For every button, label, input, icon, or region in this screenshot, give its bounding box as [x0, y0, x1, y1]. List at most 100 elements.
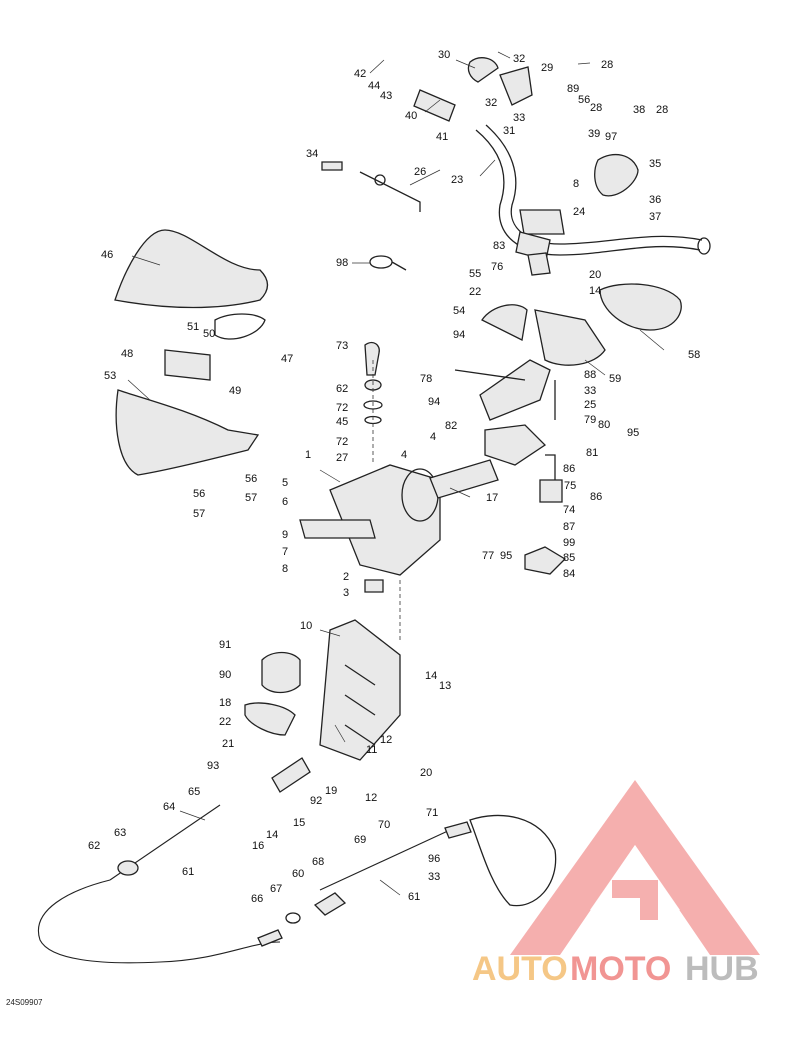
steering-column-assembly	[299, 341, 441, 640]
callout-label: 67	[270, 883, 282, 895]
callout-label: 35	[649, 158, 661, 170]
callout-label: 99	[563, 537, 575, 549]
callout-label: 26	[414, 166, 426, 178]
callout-label: 28	[590, 102, 602, 114]
callout-label: 36	[649, 194, 661, 206]
steering-arm	[479, 359, 551, 421]
callout-label: 14	[589, 285, 601, 297]
figure-code: 24S09907	[6, 998, 43, 1007]
callout-label: 41	[436, 131, 448, 143]
callout-label: 10	[300, 620, 312, 632]
callout-label: 33	[428, 871, 440, 883]
callout-label: 22	[469, 286, 481, 298]
cable-bracket	[321, 161, 343, 171]
watermark-hub-text: HUB	[685, 950, 759, 988]
callout-label: 86	[590, 491, 602, 503]
callout-label: 56	[193, 488, 205, 500]
callout-label: 29	[541, 62, 553, 74]
top-bolt	[364, 341, 380, 376]
callout-label: 91	[219, 639, 231, 651]
callout-label: 38	[633, 104, 645, 116]
callout-label: 19	[325, 785, 337, 797]
callout-label: 74	[563, 504, 575, 516]
callout-label: 30	[438, 49, 450, 61]
long-bolt	[454, 369, 526, 381]
callout-label: 72	[336, 436, 348, 448]
callout-label: 51	[187, 321, 199, 333]
callout-label: 71	[426, 807, 438, 819]
throttle-cable	[359, 171, 421, 212]
clamp-upper	[261, 651, 301, 694]
callout-label: 54	[453, 305, 465, 317]
callout-label: 85	[563, 552, 575, 564]
callout-label: 21	[222, 738, 234, 750]
callout-label: 7	[282, 546, 288, 558]
mounting-bracket	[299, 519, 376, 539]
callout-label: 28	[601, 59, 613, 71]
callout-label: 27	[336, 452, 348, 464]
callout-label: 79	[584, 414, 596, 426]
callout-label: 94	[453, 329, 465, 341]
callout-label: 92	[310, 795, 322, 807]
callout-label: 64	[163, 801, 175, 813]
grip-end-cap	[467, 57, 499, 83]
throttle-housing	[499, 66, 533, 106]
callout-label: 9	[282, 529, 288, 541]
callout-label: 88	[584, 369, 596, 381]
callout-label: 13	[439, 680, 451, 692]
clamp-lower	[244, 702, 296, 736]
callout-label: 1	[305, 449, 311, 461]
callout-label: 96	[428, 853, 440, 865]
callout-label: 48	[121, 348, 133, 360]
callout-label: 78	[420, 373, 432, 385]
cable-tie	[369, 255, 407, 271]
callout-label: 93	[207, 760, 219, 772]
pivot-shaft	[429, 459, 499, 499]
callout-label: 8	[282, 563, 288, 575]
callout-label: 61	[182, 866, 194, 878]
callout-label: 70	[378, 819, 390, 831]
callout-label: 97	[605, 131, 617, 143]
callout-label: 28	[656, 104, 668, 116]
arm-cover	[481, 304, 528, 341]
callout-label: 50	[203, 328, 215, 340]
callout-label: 81	[586, 447, 598, 459]
callout-label: 12	[380, 734, 392, 746]
damper-spring	[545, 454, 556, 480]
automotohub-watermark: AUTO MOTO HUB	[472, 780, 760, 988]
nut-block	[364, 579, 384, 593]
star-knob	[524, 546, 567, 575]
lower-cover	[115, 389, 260, 476]
callout-label: 98	[336, 257, 348, 269]
main-bracket	[319, 619, 401, 761]
switch-housing	[594, 153, 639, 197]
pivot-block	[484, 424, 547, 466]
handlebar-pad	[599, 283, 682, 331]
callout-label: 3	[343, 587, 349, 599]
callout-label: 6	[282, 496, 288, 508]
watermark-g-mark	[612, 880, 658, 920]
callout-label: 76	[491, 261, 503, 273]
callout-label: 87	[563, 521, 575, 533]
callout-label: 62	[336, 383, 348, 395]
callout-label: 57	[193, 508, 205, 520]
handlebar-end	[697, 237, 711, 255]
left-grip	[413, 89, 456, 122]
nozzle	[469, 814, 557, 907]
callout-label: 20	[589, 269, 601, 281]
steering-cable-loop	[37, 879, 281, 964]
callout-label: 33	[513, 112, 525, 124]
callout-label: 8	[573, 178, 579, 190]
leader-lines	[127, 51, 665, 896]
callout-label: 12	[365, 792, 377, 804]
callout-labels: 30 32 29 28 42 44 43 32 89 56 28 38 28 4…	[88, 49, 700, 905]
callout-label: 34	[306, 148, 318, 160]
cable-lower	[319, 829, 451, 891]
callout-label: 20	[420, 767, 432, 779]
steering-arm-assembly	[429, 304, 606, 575]
link-plate	[271, 757, 311, 793]
callout-label: 86	[563, 463, 575, 475]
handlebar-cover	[114, 229, 269, 309]
callout-label: 77	[482, 550, 494, 562]
